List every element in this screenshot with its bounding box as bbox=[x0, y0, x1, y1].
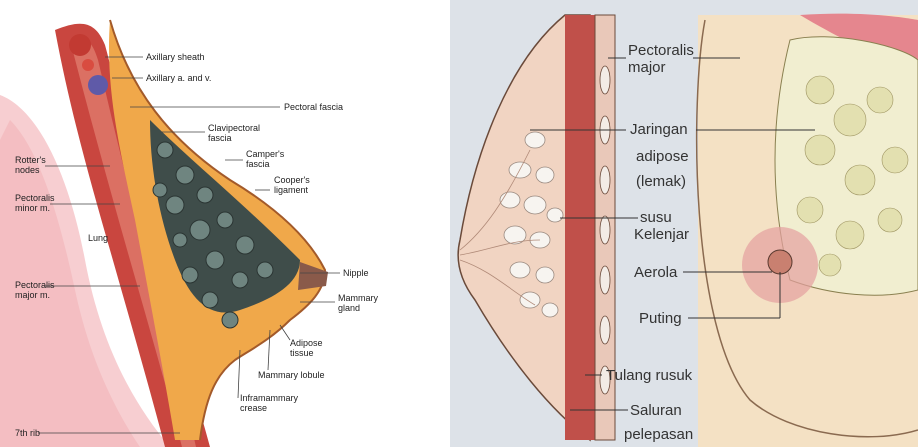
label-pectoral-fascia: Pectoral fascia bbox=[284, 102, 343, 112]
label-jaringan-1: Jaringan bbox=[630, 121, 688, 138]
label-jaringan-2: adipose bbox=[636, 148, 689, 165]
label-tulang-rusuk: Tulang rusuk bbox=[606, 367, 692, 384]
label-mammary-gland-1: Mammary bbox=[338, 293, 378, 303]
label-lung: Lung bbox=[88, 233, 108, 243]
label-clavipectoral-2: fascia bbox=[208, 133, 232, 143]
label-pectoralis-1: Pectoralis bbox=[628, 42, 694, 59]
right-anatomy-diagram: Pectoralis major Jaringan adipose (lemak… bbox=[450, 0, 918, 447]
left-diagram-illustration bbox=[0, 0, 440, 447]
label-pect-major-1: Pectoralis bbox=[15, 280, 55, 290]
label-inframammary-2: crease bbox=[240, 403, 267, 413]
label-saluran-1: Saluran bbox=[630, 402, 682, 419]
label-susu-1: susu bbox=[640, 209, 672, 226]
label-campers-1: Camper's bbox=[246, 149, 284, 159]
left-anatomy-diagram: Axillary sheath Axillary a. and v. Pecto… bbox=[0, 0, 440, 447]
label-7th-rib: 7th rib bbox=[15, 428, 40, 438]
label-rotters-1: Rotter's bbox=[15, 155, 46, 165]
label-rotters-2: nodes bbox=[15, 165, 40, 175]
label-pect-minor-2: minor m. bbox=[15, 203, 50, 213]
label-aerola: Aerola bbox=[634, 264, 677, 281]
label-susu-2: Kelenjar bbox=[634, 226, 689, 243]
label-clavipectoral-1: Clavipectoral bbox=[208, 123, 260, 133]
label-mammary-lobule: Mammary lobule bbox=[258, 370, 325, 380]
label-coopers-1: Cooper's bbox=[274, 175, 310, 185]
label-puting: Puting bbox=[639, 310, 682, 327]
label-jaringan-3: (lemak) bbox=[636, 173, 686, 190]
label-coopers-2: ligament bbox=[274, 185, 308, 195]
label-pect-minor-1: Pectoralis bbox=[15, 193, 55, 203]
label-inframammary-1: Inframammary bbox=[240, 393, 298, 403]
label-nipple: Nipple bbox=[343, 268, 369, 278]
label-adipose-2: tissue bbox=[290, 348, 314, 358]
label-pectoralis-2: major bbox=[628, 59, 666, 76]
label-mammary-gland-2: gland bbox=[338, 303, 360, 313]
label-adipose-1: Adipose bbox=[290, 338, 323, 348]
label-pect-major-2: major m. bbox=[15, 290, 50, 300]
label-axillary-av: Axillary a. and v. bbox=[146, 73, 211, 83]
label-axillary-sheath: Axillary sheath bbox=[146, 52, 205, 62]
label-campers-2: fascia bbox=[246, 159, 270, 169]
label-saluran-2: pelepasan bbox=[624, 426, 693, 443]
